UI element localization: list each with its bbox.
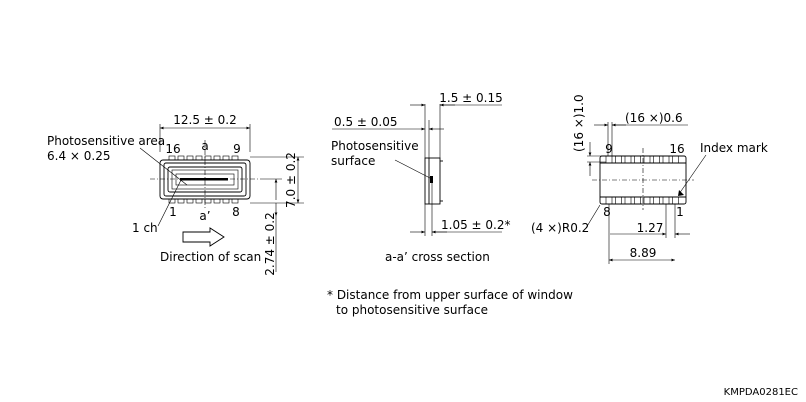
back-pin-9: 9: [605, 142, 613, 156]
back-bottom-pads: [605, 196, 679, 205]
back-top-pads: [605, 155, 679, 164]
window-thickness-label: 0.5 ± 0.05: [334, 115, 398, 129]
photosensitive-area-leader: [139, 147, 188, 186]
width-dimension-label: 12.5 ± 0.2: [173, 113, 237, 127]
back-pin-8: 8: [603, 205, 611, 219]
front-pin-9: 9: [233, 142, 241, 156]
section-mark-a: a: [201, 139, 208, 153]
first-channel-leader: [157, 179, 182, 227]
height-dimension-label: 7.0 ± 0.2: [284, 152, 298, 208]
front-pin-16: 16: [165, 142, 180, 156]
first-channel-label: 1 ch: [132, 221, 158, 235]
index-mark-label: Index mark: [700, 141, 768, 155]
corner-radius-leader: [585, 204, 601, 229]
cross-section-caption: a-a’ cross section: [385, 250, 490, 264]
pitch-dimension-label: 1.27: [637, 221, 664, 235]
scan-direction-arrow-icon: [182, 227, 225, 247]
index-mark-leader: [678, 154, 707, 195]
front-pin-8: 8: [232, 205, 240, 219]
span-dimension-label: 8.89: [630, 246, 657, 260]
front-view: 12.5 ± 0.2 Photosensitive area 6.4 × 0.2…: [47, 113, 304, 276]
pad-length-label: (16 ×)1.0: [572, 94, 586, 152]
surface-depth-label: 1.05 ± 0.2*: [441, 218, 511, 232]
photosensitive-surface-label: Photosensitive: [331, 139, 419, 153]
corner-radius-label: (4 ×)R0.2: [531, 221, 589, 235]
back-pin-1: 1: [676, 205, 684, 219]
cross-section-chip: [430, 176, 433, 183]
front-top-pins: [168, 155, 239, 161]
back-view: (16 ×)1.0 (16 ×)0.6 9 16: [531, 94, 768, 264]
photosensitive-surface-label-2: surface: [331, 154, 375, 168]
front-bottom-pins: [168, 198, 239, 204]
front-pin-1: 1: [169, 205, 177, 219]
photosensitive-area-label: Photosensitive area: [47, 134, 165, 148]
offset-dimension-label: 2.74 ± 0.2: [263, 212, 277, 276]
footnote-line-1: * Distance from upper surface of window: [327, 288, 573, 302]
photosensitive-surface-leader: [394, 159, 431, 179]
cross-section-view: 1.5 ± 0.15 0.5 ± 0.05 Photosensitive sur…: [331, 91, 511, 264]
scan-direction-label: Direction of scan: [160, 250, 261, 264]
drawing-code: KMPDA0281EC: [724, 387, 798, 398]
footnote-line-2: to photosensitive surface: [336, 303, 488, 317]
cross-section-body: [424, 157, 441, 205]
index-mark-icon: [678, 190, 684, 196]
pad-width-label: (16 ×)0.6: [625, 111, 683, 125]
photosensitive-area-size: 6.4 × 0.25: [47, 149, 111, 163]
back-pin-16: 16: [669, 142, 684, 156]
section-mark-a-prime: a’: [199, 209, 210, 223]
thickness-dimension-label: 1.5 ± 0.15: [439, 91, 503, 105]
